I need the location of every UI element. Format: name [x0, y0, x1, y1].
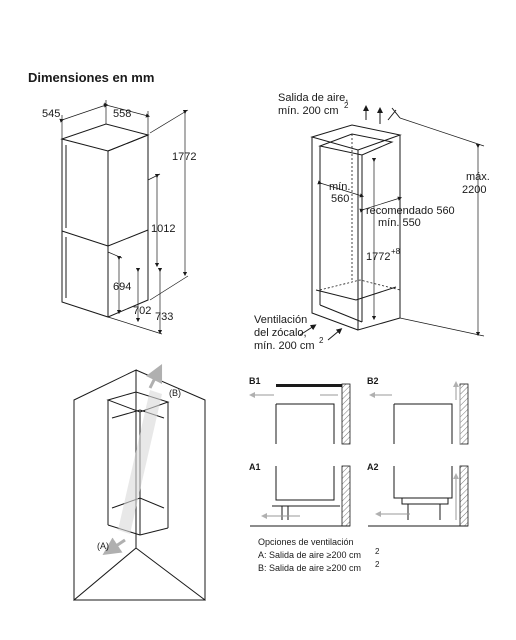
- option-b-line: B: Salida de aire ≥200 cm: [258, 563, 361, 573]
- max-value: 2200: [462, 184, 486, 196]
- ventilation-options: B1 B2 A1 A2 Opciones de ventilación A: S…: [249, 376, 469, 573]
- plinth-sup: 2: [319, 336, 324, 345]
- plinth-line1: Ventilación: [254, 314, 307, 326]
- niche-dimension-drawing: Salida de aire, mín. 200 cm 2 mín. 560 r…: [254, 92, 490, 352]
- width-dimension: 558: [113, 108, 131, 120]
- niche-height-sup: +8: [391, 247, 401, 256]
- lower-offset-a-dimension: 702: [133, 305, 151, 317]
- air-outlet-sup: 2: [344, 101, 349, 110]
- lower-door-dimension: 694: [113, 281, 131, 293]
- option-a-line: A: Salida de aire ≥200 cm: [258, 550, 361, 560]
- page-title: Dimensiones en mm: [28, 70, 155, 85]
- plinth-line3: mín. 200 cm: [254, 340, 315, 352]
- install-label-a: (A): [97, 541, 109, 551]
- niche-min-label: mín.: [329, 181, 350, 193]
- upper-door-dimension: 1012: [151, 223, 175, 235]
- fridge-dimension-drawing: 545 558 1772 1012 694 702 733: [42, 100, 196, 335]
- option-a1-label: A1: [249, 462, 261, 472]
- max-label: máx.: [466, 171, 490, 183]
- options-heading: Opciones de ventilación: [258, 537, 354, 547]
- niche-height: 1772: [366, 251, 390, 263]
- option-b1-label: B1: [249, 376, 261, 386]
- recommended-width: recomendado 560: [366, 205, 455, 217]
- lower-offset-b-dimension: 733: [155, 311, 173, 323]
- option-a-sup: 2: [375, 547, 380, 556]
- niche-min-value: 560: [331, 193, 349, 205]
- install-label-b: (B): [169, 388, 181, 398]
- plinth-line2: del zócalo,: [254, 327, 307, 339]
- depth-dimension: 545: [42, 108, 60, 120]
- option-b-sup: 2: [375, 560, 380, 569]
- installation-drawing: (A) (B): [73, 363, 206, 602]
- air-outlet-line2: mín. 200 cm: [278, 105, 339, 117]
- total-height-dimension: 1772: [172, 151, 196, 163]
- option-a2-label: A2: [367, 462, 379, 472]
- air-outlet-line1: Salida de aire,: [278, 92, 348, 104]
- minimum-width: mín. 550: [378, 217, 421, 229]
- option-b2-label: B2: [367, 376, 379, 386]
